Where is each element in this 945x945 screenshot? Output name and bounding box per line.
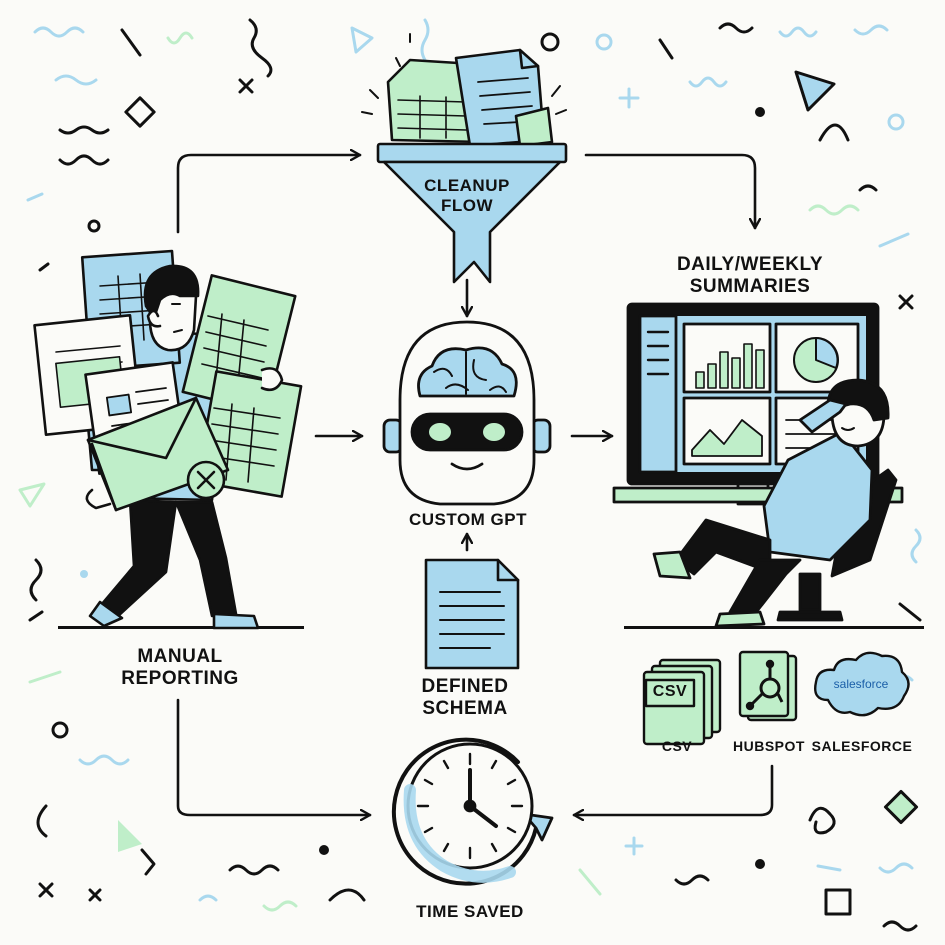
summaries-monitor (612, 302, 904, 506)
defined-schema-label: DEFINED SCHEMA (400, 676, 530, 720)
summaries-line1: DAILY/WEEKLY (676, 254, 824, 275)
schema-line2: SCHEMA (422, 697, 508, 719)
time-saved-clock (391, 737, 554, 886)
visor (410, 412, 524, 452)
cleanup-funnel (361, 33, 568, 284)
manual-line2: REPORTING (121, 667, 239, 689)
hubspot-caption: HUBSPOT (733, 738, 805, 754)
monitor-sidebar (638, 314, 678, 474)
schema-document-icon (424, 558, 520, 670)
manual-reporting-label: MANUAL REPORTING (100, 646, 260, 690)
salesforce-cloud-icon (814, 651, 910, 717)
hubspot-file-icon (738, 650, 798, 722)
custom-gpt-robot (382, 320, 552, 506)
schema-line1: DEFINED (421, 676, 509, 697)
cleanup-line1: CLEANUP (424, 176, 510, 195)
cleanup-flow-label: CLEANUP FLOW (412, 176, 522, 215)
left-eye (429, 423, 451, 441)
funnel-rim (376, 142, 568, 164)
arrow-manual-to-cleanup (176, 155, 362, 234)
salesforce-badge-text: salesforce (833, 677, 889, 691)
custom-gpt-label: CUSTOM GPT (408, 510, 528, 529)
arrow-cleanup-to-summaries (584, 153, 755, 230)
manual-reporting-person (33, 249, 304, 630)
funnel-cone (382, 160, 562, 284)
right-eye (483, 423, 505, 441)
summaries-line2: SUMMARIES (689, 275, 811, 297)
cleanup-line2: FLOW (440, 195, 494, 215)
arrow-sources-to-time (572, 764, 774, 815)
csv-badge-text: CSV (652, 683, 688, 700)
relaxing-person (624, 378, 924, 629)
time-saved-label: TIME SAVED (416, 902, 524, 921)
manual-line1: MANUAL (137, 646, 223, 667)
brain-icon (417, 346, 518, 398)
funnel-documents (361, 33, 567, 148)
flow-arrows (176, 153, 774, 815)
csv-file-icon (642, 658, 722, 746)
decorative-confetti (18, 18, 922, 932)
csv-caption: CSV (661, 738, 693, 754)
summaries-label: DAILY/WEEKLY SUMMARIES (660, 254, 840, 298)
salesforce-caption: SALESFORCE (811, 738, 913, 754)
arrow-manual-to-time (176, 698, 372, 815)
